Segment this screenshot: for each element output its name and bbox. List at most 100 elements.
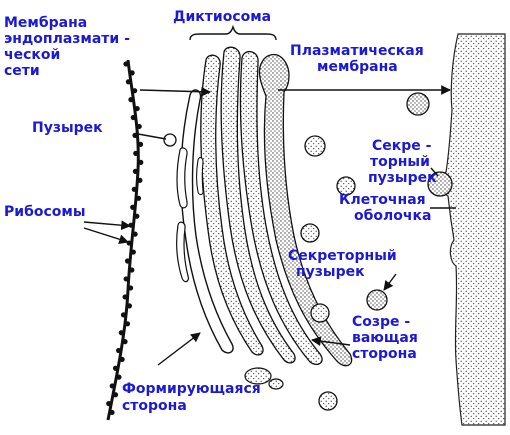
vesicle-label: Пузырек: [32, 120, 103, 136]
plasma-membrane-label: Плазматическая мембрана: [290, 43, 429, 75]
er-membrane-line-1: Мембрана: [4, 15, 87, 31]
secretory-lower-leader: [383, 273, 397, 291]
ribosome-bead: [130, 204, 136, 210]
ribosome-bead: [134, 105, 140, 112]
ribosome-bead: [125, 79, 131, 85]
ribosomes-label: Рибосомы: [4, 204, 85, 220]
plasma-membrane-line-1: Плазматическая: [290, 43, 424, 59]
ribosome-bead: [137, 141, 144, 147]
cisterna-2: [200, 54, 264, 356]
vesicle-leader: [137, 133, 167, 140]
ribosome-beads: [106, 61, 144, 416]
ribosome-bead: [126, 303, 133, 309]
dictyosome-bracket: [189, 24, 277, 41]
vesicle-mid-3: [300, 223, 320, 243]
maturing-line-1: Созре -: [352, 314, 410, 330]
ribosome-bead: [122, 339, 128, 345]
ribosome-bead: [123, 61, 129, 67]
dictyosome-label: Диктиосома: [173, 9, 271, 25]
dictyosome-stack: [176, 46, 353, 390]
cell-wall-line-2: оболочка: [354, 208, 431, 224]
tubule-2: [176, 221, 189, 283]
maturing-line-2: вающая: [352, 330, 418, 346]
vesicles: [163, 92, 453, 411]
maturing-face-leader: [311, 336, 351, 347]
forming-face-leader: [157, 332, 201, 366]
ribosome-bead: [116, 374, 122, 380]
leader-lines: [83, 24, 456, 366]
vesicle-low-2: [318, 391, 338, 411]
ribosome-bead: [136, 123, 142, 130]
er-vesicle: [163, 133, 177, 147]
ribosome-bead: [128, 222, 134, 228]
ribosome-bead: [109, 409, 115, 416]
ribosome-bead: [132, 231, 138, 237]
ribosome-bead: [124, 258, 131, 264]
tubule-1: [176, 147, 188, 209]
cell-wall-line-1: Клеточная: [339, 192, 426, 208]
secretory-top-leader: [430, 167, 439, 177]
ribosome-bead: [109, 383, 115, 389]
er-membrane: [106, 59, 144, 421]
ribosome-bead: [137, 177, 143, 183]
ribosome-bead: [132, 88, 138, 94]
er-leader: [139, 86, 211, 97]
ribosome-bead: [106, 401, 112, 407]
ribosome-bead: [128, 285, 134, 291]
ribosome-bead: [124, 321, 131, 327]
er-membrane-label: Мембрана эндоплазмати - ческой сети: [4, 15, 135, 79]
cisterna-5-maturing: [258, 53, 353, 367]
ribosome-leader-1: [83, 220, 131, 231]
ribosome-bead: [132, 168, 139, 174]
ribosome-bead: [118, 330, 124, 336]
ribosome-bead: [122, 294, 128, 300]
plasma-membrane-line-2: мембрана: [317, 59, 398, 75]
ribosome-leader-2: [83, 227, 129, 244]
ribosome-bead: [130, 249, 136, 255]
ribosome-bead: [123, 276, 129, 282]
cisterna-3: [220, 46, 296, 364]
ribosome-bead: [112, 392, 119, 398]
tubule-3: [195, 157, 204, 196]
secretory-top-line-2: торный: [370, 154, 430, 170]
ribosome-bead: [134, 213, 140, 219]
vesicle-mid-2: [336, 176, 356, 196]
ribosome-bead: [133, 150, 139, 156]
secretory-bottom-line-1: Секреторный: [288, 248, 397, 264]
cell-wall-label: Клеточная оболочка: [339, 192, 431, 224]
ribosome-bead: [138, 159, 144, 165]
forming-line-1: Формирующаяся: [122, 381, 261, 397]
secretory-vesicle-bottom-label: Секреторный пузырек: [288, 248, 402, 280]
cell-wall-body: [440, 33, 506, 426]
stack-bud-1: [244, 367, 272, 385]
secretory-vesicle-fusing: [427, 171, 453, 197]
labels: Мембрана эндоплазмати - ческой сети Дикт…: [4, 9, 437, 414]
forming-face-label: Формирующаяся сторона: [122, 381, 266, 414]
ribosome-bead: [135, 195, 142, 201]
ribosome-bead: [116, 347, 122, 354]
vesicle-mid-1: [304, 135, 326, 157]
secretory-top-line-1: Секре -: [372, 138, 432, 154]
ribosome-bead: [120, 312, 127, 318]
er-membrane-line-2: эндоплазмати -: [4, 31, 130, 47]
secretory-top-line-3: пузырек: [368, 170, 437, 186]
er-membrane-line: [106, 59, 140, 421]
ribosome-bead: [119, 356, 125, 362]
stack-bud-2: [268, 378, 284, 390]
vesicle-low-1: [310, 303, 330, 323]
secretory-vesicle-lower: [366, 289, 388, 311]
vesicle-plasma-near: [406, 92, 430, 116]
ribosome-bead: [131, 186, 137, 192]
maturing-face-label: Созре - вающая сторона: [352, 314, 423, 362]
ribosome-bead: [132, 132, 138, 138]
er-membrane-line-4: сети: [4, 63, 40, 79]
ribosome-bead: [130, 114, 136, 121]
ribosome-bead: [112, 365, 119, 371]
ribosome-bead: [129, 267, 135, 273]
ribosome-bead: [129, 70, 135, 76]
secretory-bottom-line-2: пузырек: [296, 264, 365, 280]
cell-wall: [440, 33, 506, 426]
er-membrane-line-3: ческой: [4, 47, 60, 63]
cisterna-4: [239, 51, 323, 366]
